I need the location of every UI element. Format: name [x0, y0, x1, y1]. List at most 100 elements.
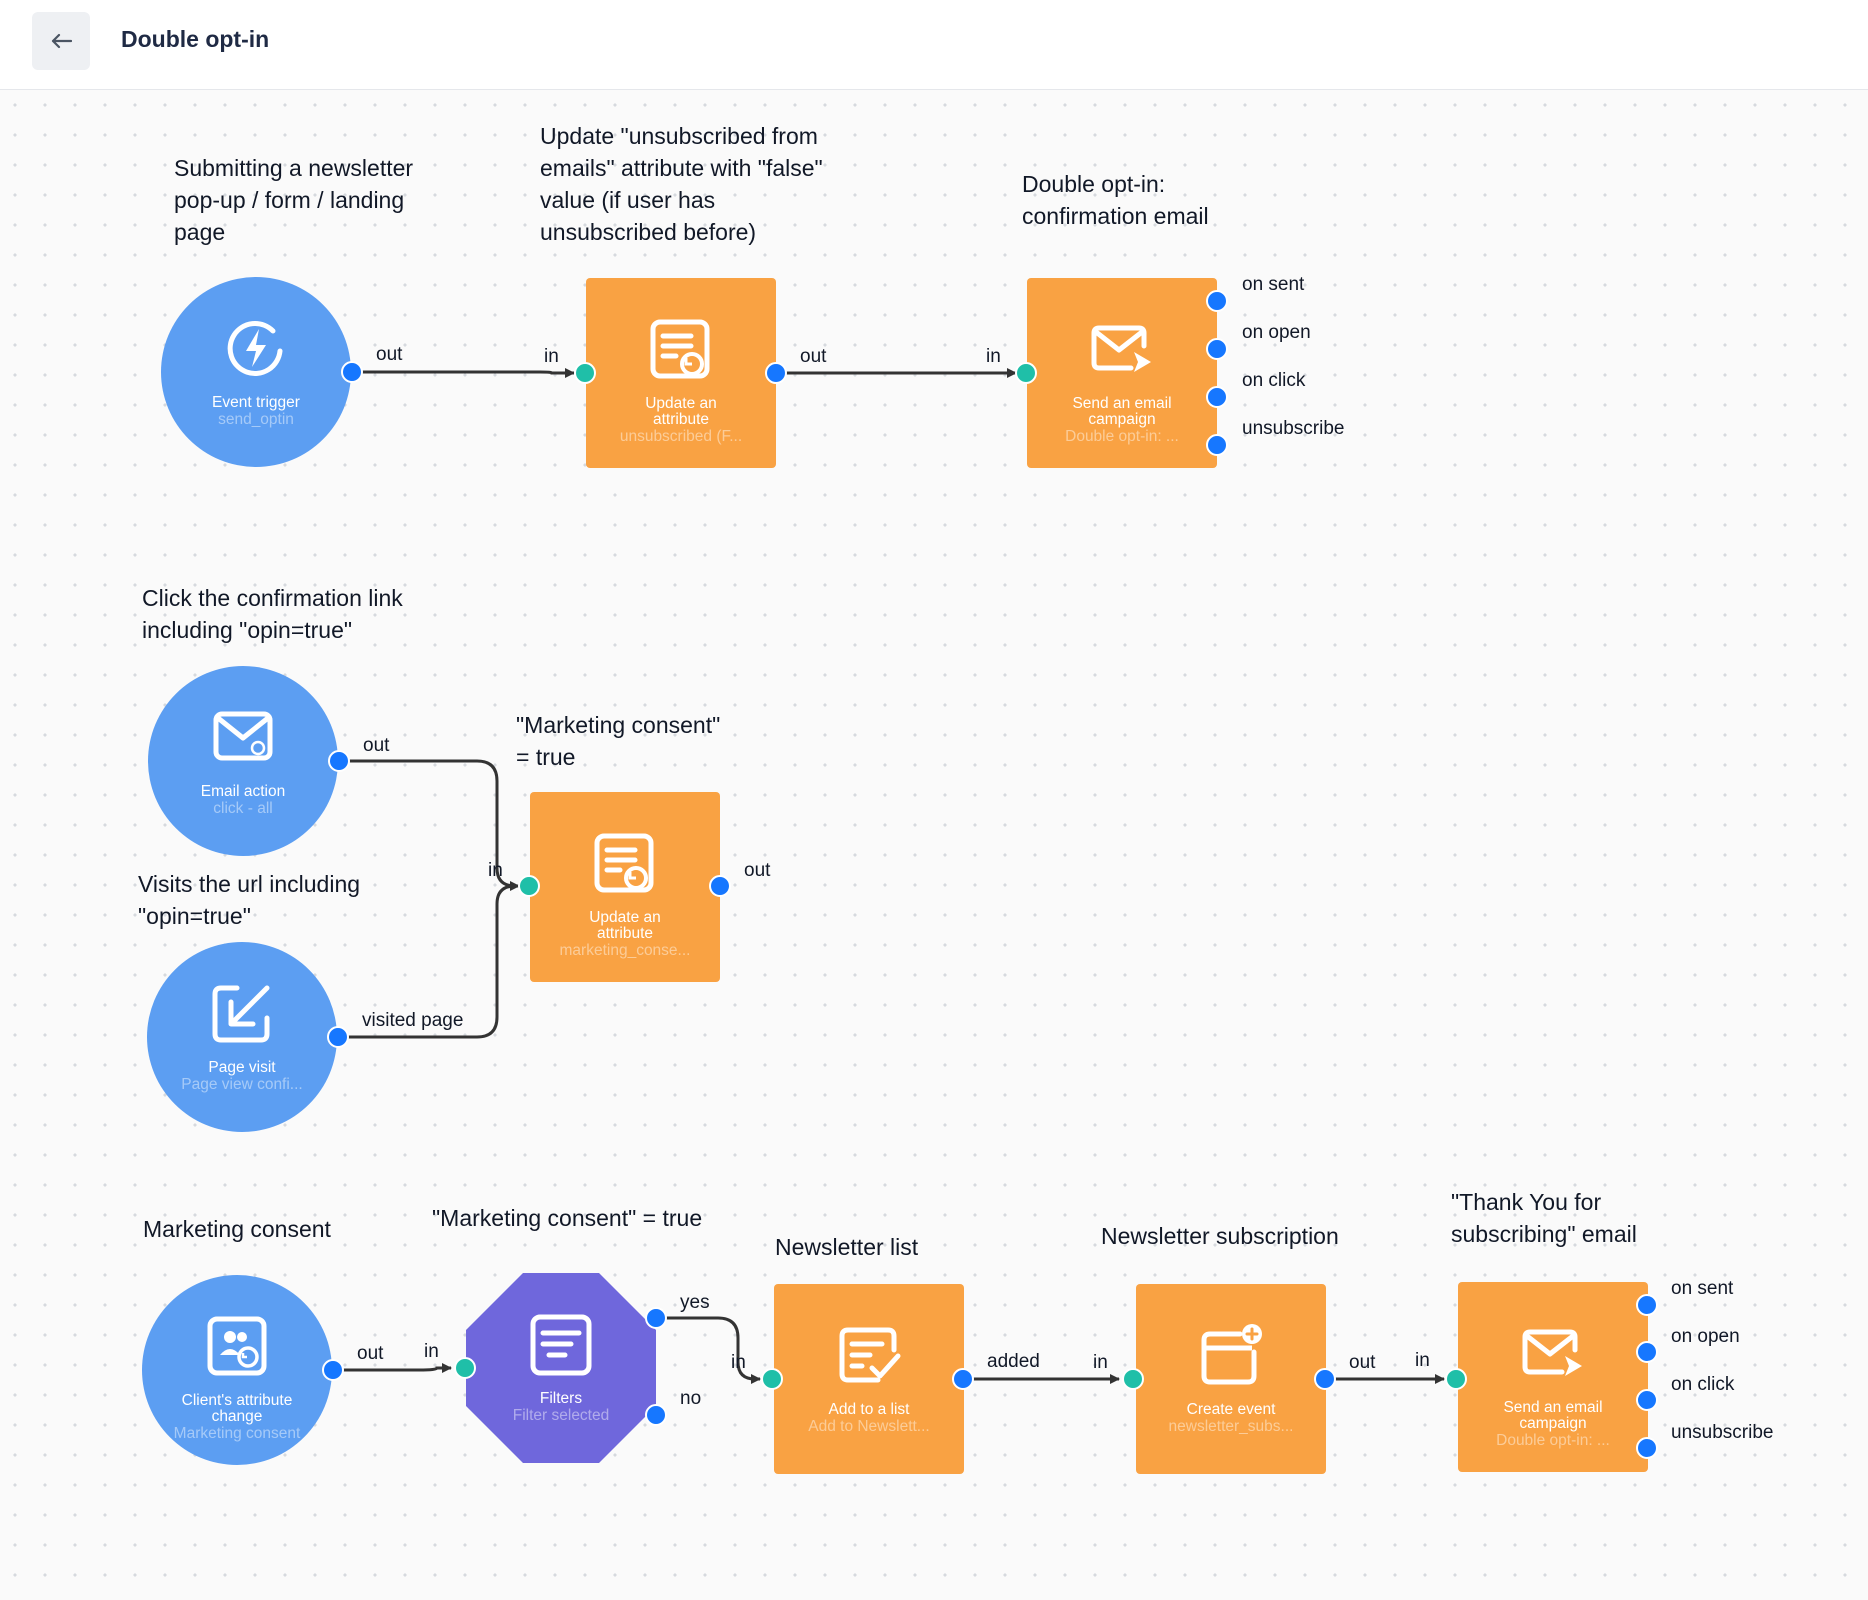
node-subtitle: Filter selected: [512, 1407, 610, 1424]
page-visit-out-port[interactable]: [327, 1026, 349, 1048]
create-event-in-port[interactable]: [1122, 1368, 1144, 1390]
node-title: Update an attribute: [589, 909, 661, 942]
port-label-in: in: [731, 1352, 746, 1373]
update-attribute-1-in-port[interactable]: [574, 362, 596, 384]
port-label-out: out: [1349, 1352, 1376, 1373]
client-attribute-change-node[interactable]: Client's attribute change Marketing cons…: [142, 1275, 332, 1465]
update-attribute-node-2[interactable]: Update an attribute marketing_conse...: [530, 792, 720, 982]
arrow-left-icon: [51, 33, 72, 49]
port-label-yes: yes: [680, 1292, 710, 1313]
port-label-no: no: [680, 1388, 702, 1409]
port-label-out: out: [357, 1343, 384, 1364]
port-label-on-click: on click: [1242, 370, 1306, 391]
node-title: Send an email campaign: [1072, 395, 1172, 428]
update-attribute-icon: [650, 319, 710, 379]
node-title: Client's attribute change: [181, 1392, 293, 1425]
send-email-1-unsubscribe-port[interactable]: [1206, 434, 1228, 456]
annotation-newsletter-list: Newsletter list: [775, 1234, 919, 1260]
port-label-on-sent: on sent: [1671, 1278, 1734, 1299]
page-visit-icon: [212, 985, 270, 1043]
event-trigger-out-port[interactable]: [341, 361, 363, 383]
update-attribute-2-out-port[interactable]: [709, 875, 731, 897]
port-label-on-open: on open: [1242, 322, 1311, 343]
send-email-1-in-port[interactable]: [1015, 362, 1037, 384]
port-label-in: in: [488, 860, 503, 881]
annotation-submit-form: Submitting a newsletter pop-up / form / …: [174, 155, 414, 245]
node-subtitle: click - all: [213, 800, 273, 817]
node-title: Add to a list: [828, 1401, 910, 1418]
port-label-in: in: [544, 346, 559, 367]
node-title: Create event: [1186, 1401, 1276, 1418]
page-title: Double opt-in: [121, 26, 270, 52]
port-label-unsubscribe: unsubscribe: [1671, 1422, 1774, 1443]
port-label-in: in: [1415, 1350, 1430, 1371]
port-label-visited-page: visited page: [362, 1010, 464, 1031]
send-email-1-on-open-port[interactable]: [1206, 338, 1228, 360]
email-action-node[interactable]: Email action click - all: [148, 666, 338, 856]
filters-no-port[interactable]: [645, 1404, 667, 1426]
port-label-out: out: [800, 346, 827, 367]
node-subtitle: Double opt-in: ...: [1065, 428, 1179, 445]
send-email-2-on-open-port[interactable]: [1636, 1341, 1658, 1363]
edge-clientattr-to-filter: [333, 1363, 452, 1373]
send-email-icon: [1091, 325, 1151, 372]
send-email-1-on-click-port[interactable]: [1206, 386, 1228, 408]
port-label-in: in: [424, 1341, 439, 1362]
node-subtitle: Marketing consent: [173, 1425, 301, 1442]
send-email-2-in-port[interactable]: [1445, 1368, 1467, 1390]
port-label-unsubscribe: unsubscribe: [1242, 418, 1345, 439]
top-bar: Double opt-in: [0, 0, 1868, 90]
node-subtitle: marketing_conse...: [559, 942, 691, 959]
add-to-list-icon: [839, 1327, 901, 1383]
port-label-out: out: [744, 860, 771, 881]
edge-trigger-to-update: [352, 368, 575, 378]
annotation-filter-condition: "Marketing consent" = true: [432, 1205, 703, 1231]
event-trigger-node[interactable]: Event trigger send_optin: [161, 277, 351, 467]
node-title: Update an attribute: [645, 395, 717, 428]
node-title: Event trigger: [212, 394, 300, 411]
update-attribute-2-in-port[interactable]: [518, 875, 540, 897]
filter-icon: [530, 1314, 592, 1376]
client-attribute-out-port[interactable]: [322, 1359, 344, 1381]
add-to-list-added-port[interactable]: [952, 1368, 974, 1390]
create-event-icon: [1201, 1324, 1262, 1385]
node-subtitle: send_optin: [218, 411, 294, 428]
send-email-campaign-node-2[interactable]: Send an email campaign Double opt-in: ..…: [1458, 1282, 1648, 1472]
node-subtitle: unsubscribed (F...: [619, 428, 743, 445]
add-to-list-node[interactable]: Add to a list Add to Newslett...: [774, 1284, 964, 1474]
annotation-click-confirmation: Click the confirmation link including "o…: [142, 585, 403, 643]
port-label-out: out: [363, 735, 390, 756]
create-event-out-port[interactable]: [1314, 1368, 1336, 1390]
add-to-list-in-port[interactable]: [761, 1368, 783, 1390]
page-visit-node[interactable]: Page visit Page view confi...: [147, 942, 337, 1132]
port-label-on-sent: on sent: [1242, 274, 1305, 295]
send-email-1-on-sent-port[interactable]: [1206, 290, 1228, 312]
filters-in-port[interactable]: [454, 1357, 476, 1379]
port-label-in: in: [986, 346, 1001, 367]
update-attribute-node-1[interactable]: Update an attribute unsubscribed (F...: [586, 278, 776, 468]
annotation-marketing-consent-true: "Marketing consent" = true: [516, 712, 721, 770]
client-attribute-icon: [207, 1316, 267, 1376]
annotation-marketing-consent: Marketing consent: [143, 1216, 331, 1242]
email-action-out-port[interactable]: [328, 750, 350, 772]
annotation-newsletter-subscription: Newsletter subscription: [1101, 1223, 1339, 1249]
port-label-in: in: [1093, 1352, 1108, 1373]
send-email-2-on-click-port[interactable]: [1636, 1389, 1658, 1411]
port-label-added: added: [987, 1351, 1040, 1372]
create-event-node[interactable]: Create event newsletter_subs...: [1136, 1284, 1326, 1474]
back-button[interactable]: [32, 12, 90, 70]
node-subtitle: newsletter_subs...: [1168, 1418, 1294, 1435]
port-label-on-open: on open: [1671, 1326, 1740, 1347]
send-email-campaign-node-1[interactable]: Send an email campaign Double opt-in: ..…: [1027, 278, 1217, 468]
filters-yes-port[interactable]: [645, 1307, 667, 1329]
send-email-2-on-sent-port[interactable]: [1636, 1294, 1658, 1316]
port-label-on-click: on click: [1671, 1374, 1735, 1395]
update-attribute-1-out-port[interactable]: [765, 362, 787, 384]
update-attribute-icon: [594, 833, 654, 893]
annotation-update-unsubscribed: Update "unsubscribed from emails" attrib…: [540, 123, 823, 245]
email-action-icon: [213, 711, 273, 761]
node-title: Send an email campaign: [1503, 1399, 1603, 1432]
send-email-2-unsubscribe-port[interactable]: [1636, 1437, 1658, 1459]
node-title: Page visit: [208, 1059, 276, 1076]
filters-node[interactable]: Filters Filter selected: [466, 1273, 656, 1463]
